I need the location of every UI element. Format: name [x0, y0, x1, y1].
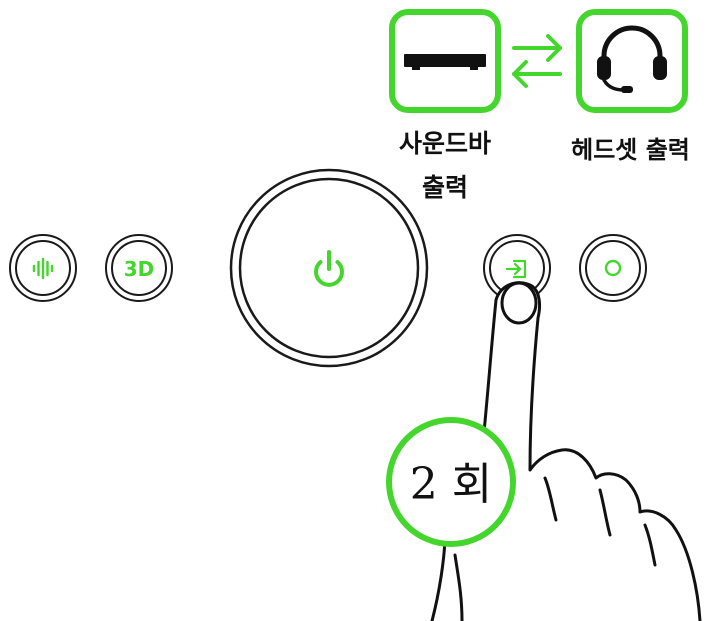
- press-count-badge: 2 회: [386, 417, 516, 547]
- press-count-text: 2 회: [410, 459, 492, 510]
- headset-output-tile: [576, 9, 688, 113]
- 3d-button-label: 3D: [124, 257, 155, 281]
- circle-icon: [604, 259, 622, 277]
- swap-arrows-icon: [512, 34, 562, 88]
- power-icon: [314, 250, 344, 287]
- headset-output-label: 헤드셋 출력: [571, 135, 690, 164]
- waveform-icon: [32, 257, 54, 280]
- power-button[interactable]: [229, 168, 429, 368]
- sound-mode-button[interactable]: [9, 234, 77, 302]
- soundbar-icon: [404, 54, 486, 70]
- lighting-button[interactable]: [579, 234, 647, 302]
- input-button[interactable]: [483, 234, 551, 302]
- 3d-button[interactable]: 3D: [105, 234, 173, 302]
- input-icon: [505, 259, 527, 279]
- soundbar-output-tile: [389, 9, 501, 113]
- headset-icon: [597, 25, 667, 93]
- soundbar-output-label: 사운드바: [398, 129, 491, 158]
- soundbar-output-label-line2: 출력: [421, 173, 468, 202]
